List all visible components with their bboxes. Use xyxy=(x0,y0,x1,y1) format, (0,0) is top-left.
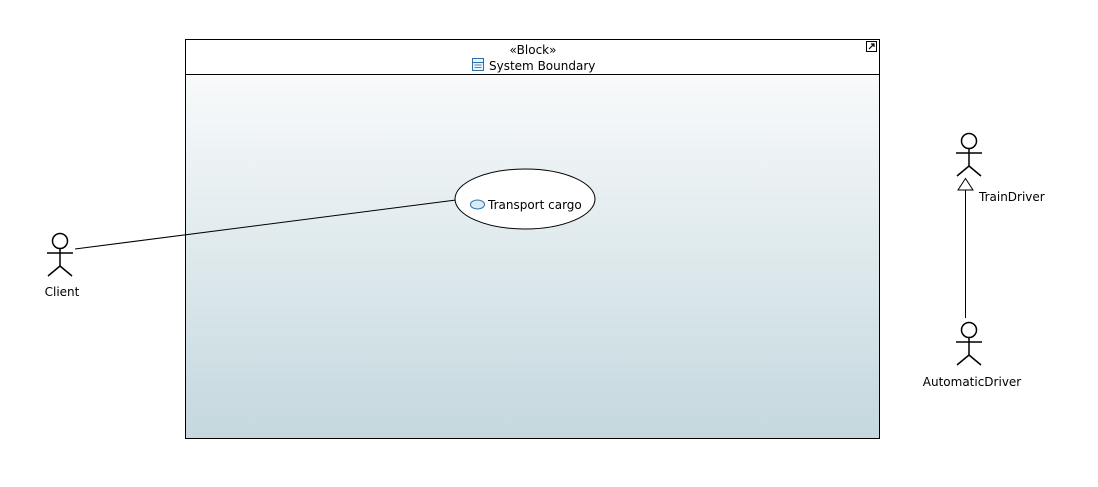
actor-label: AutomaticDriver xyxy=(923,375,1022,389)
use-case-ellipse xyxy=(454,168,596,230)
association-line[interactable] xyxy=(74,199,457,250)
stick-figure-icon xyxy=(956,321,982,366)
use-case-transport-cargo[interactable]: Transport cargo xyxy=(454,168,596,230)
block-name: System Boundary xyxy=(489,59,595,73)
block-header xyxy=(185,39,880,75)
hollow-triangle-arrowhead xyxy=(957,177,974,191)
stick-figure-icon xyxy=(47,232,73,277)
actor-client[interactable]: Client xyxy=(45,232,80,300)
actor-automatic-driver[interactable]: AutomaticDriver xyxy=(923,321,1022,390)
expand-arrow-icon[interactable] xyxy=(866,41,877,52)
actor-label: Client xyxy=(45,285,80,299)
actor-label: TrainDriver xyxy=(978,190,1045,204)
block-body xyxy=(185,74,880,439)
block-icon xyxy=(472,58,484,71)
use-case-label: Transport cargo xyxy=(487,198,582,212)
block-stereotype: «Block» xyxy=(510,43,557,57)
system-boundary-block[interactable]: «Block» System Boundary xyxy=(185,39,880,439)
use-case-icon xyxy=(470,199,485,210)
actor-train-driver[interactable]: TrainDriver xyxy=(956,132,1045,205)
stick-figure-icon xyxy=(956,132,982,177)
generalization-arrow[interactable] xyxy=(957,177,974,319)
